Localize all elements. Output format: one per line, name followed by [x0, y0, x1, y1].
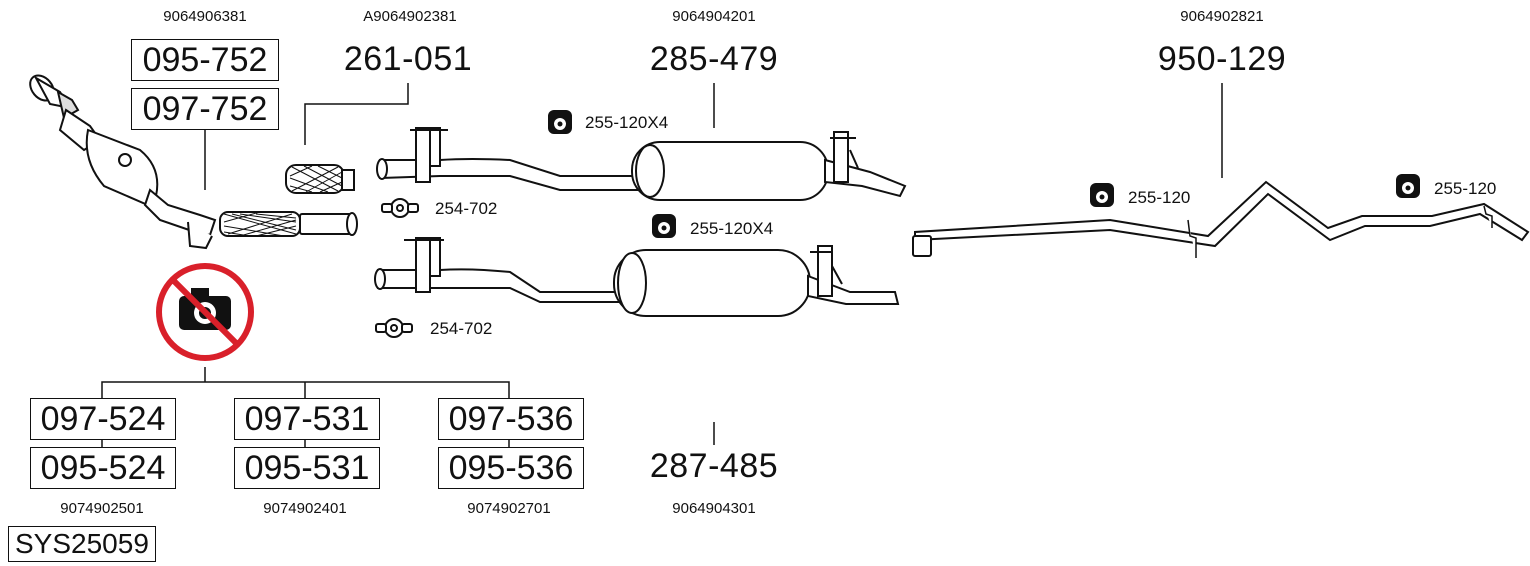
rubber-mount-label[interactable]: 255-120 — [1434, 179, 1497, 198]
oem-number-dpf-2: 9074902401 — [263, 500, 347, 517]
leader-flex — [304, 83, 409, 145]
clamp-icon — [375, 318, 413, 338]
rubber-mount-icon — [1090, 183, 1114, 207]
part-number-box[interactable]: 095-531 — [234, 447, 380, 489]
oem-number-cat: 9064906381 — [163, 8, 247, 25]
system-number[interactable]: SYS25059 — [8, 526, 156, 562]
part-number[interactable]: 287-485 — [649, 447, 779, 485]
oem-number-front-silencer: 9064904201 — [672, 8, 756, 25]
part-number-box[interactable]: 097-536 — [438, 398, 584, 440]
rear-pipe-illustration — [912, 180, 1530, 258]
oem-number-dpf-3: 9074902701 — [467, 500, 551, 517]
part-number-box[interactable]: 095-752 — [131, 39, 279, 81]
part-number-box[interactable]: 095-536 — [438, 447, 584, 489]
part-number[interactable]: 285-479 — [649, 40, 779, 78]
rubber-mount-label[interactable]: 255-120X4 — [585, 113, 669, 132]
oem-number-dpf-1: 9074902501 — [60, 500, 144, 517]
rubber-mount-icon — [548, 110, 572, 134]
no-camera-icon — [156, 263, 254, 361]
oem-number-front-silencer-b: 9064904301 — [672, 500, 756, 517]
part-number-box[interactable]: 097-531 — [234, 398, 380, 440]
front-silencer-a-illustration — [376, 127, 907, 201]
front-silencer-b-illustration — [374, 237, 900, 317]
rubber-mount-label[interactable]: 255-120X4 — [690, 219, 774, 238]
part-number[interactable]: 261-051 — [343, 40, 473, 78]
clamp-icon — [381, 198, 419, 218]
catalytic-converter-illustration — [29, 74, 358, 250]
part-number[interactable]: 950-129 — [1157, 40, 1287, 78]
part-number-box[interactable]: 095-524 — [30, 447, 176, 489]
part-number-box[interactable]: 097-524 — [30, 398, 176, 440]
rubber-mount-icon — [1396, 174, 1420, 198]
oem-number-flex: A9064902381 — [363, 8, 457, 25]
clamp-label[interactable]: 254-702 — [435, 199, 498, 218]
flex-pipe-illustration — [285, 164, 355, 194]
clamp-label[interactable]: 254-702 — [430, 319, 493, 338]
rubber-mount-label[interactable]: 255-120 — [1128, 188, 1191, 207]
oem-number-rear-pipe: 9064902821 — [1180, 8, 1264, 25]
rubber-mount-icon — [652, 214, 676, 238]
part-number-box[interactable]: 097-752 — [131, 88, 279, 130]
